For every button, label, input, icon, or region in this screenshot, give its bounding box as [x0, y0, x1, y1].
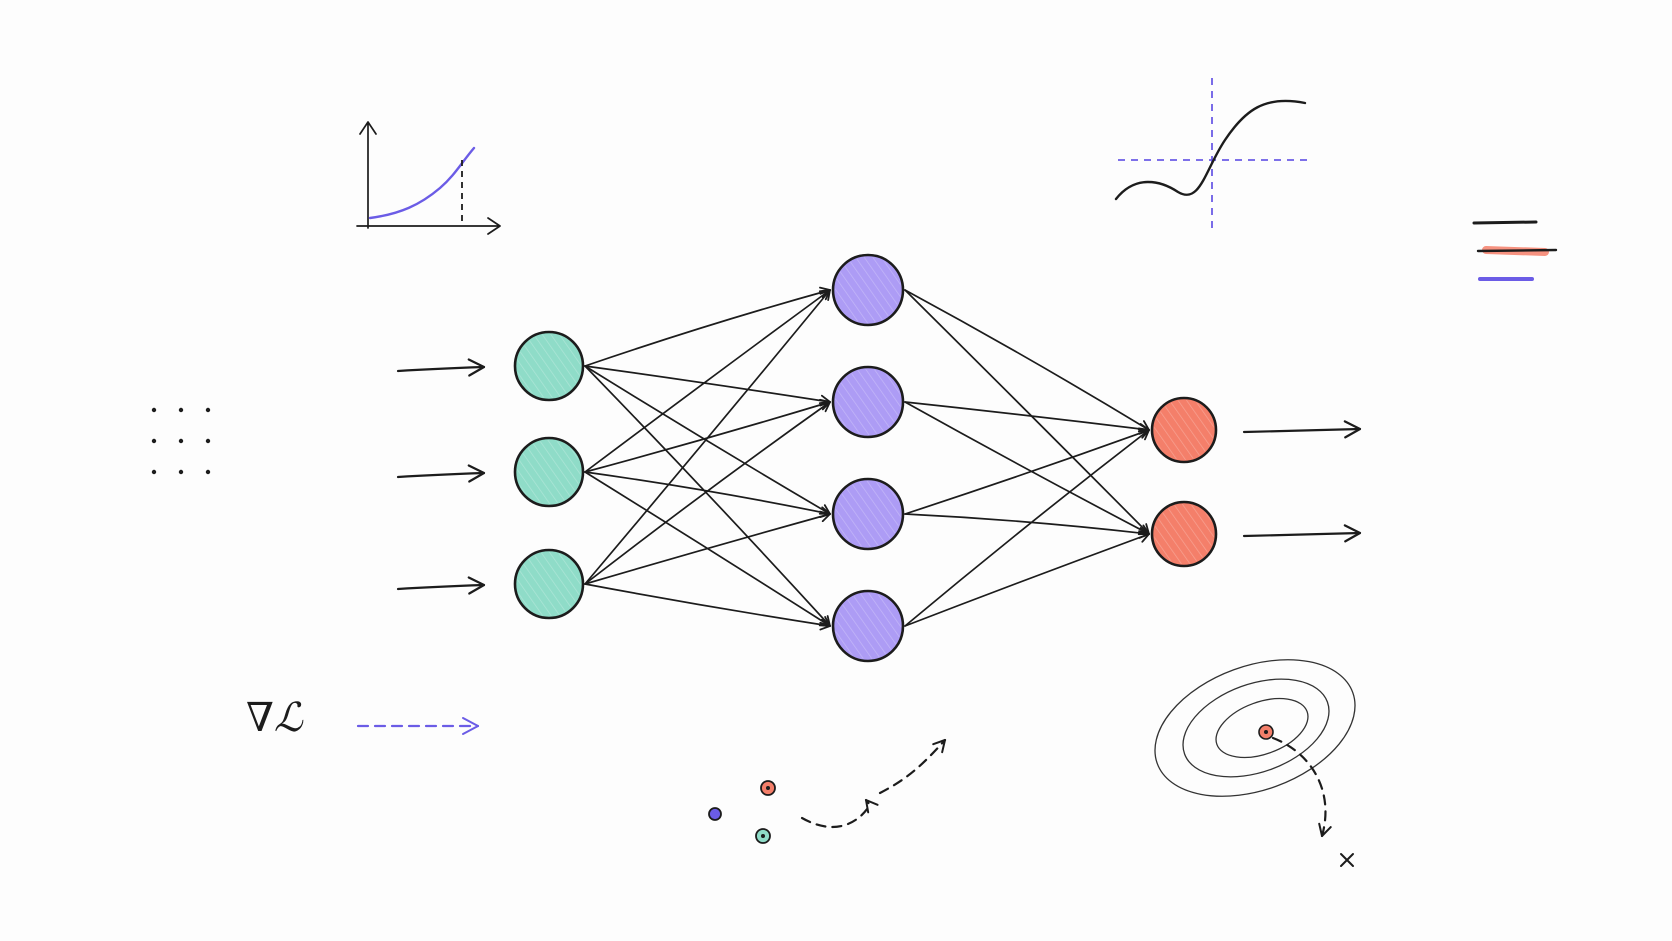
connection-edge — [904, 289, 1150, 431]
connection-edge — [904, 401, 1150, 435]
hidden-node — [831, 477, 905, 551]
grid-dot — [205, 407, 211, 413]
input-arrow — [396, 358, 486, 377]
grid-dot — [151, 407, 157, 413]
connection-edge — [904, 429, 1150, 627]
gradient-loss-label: ∇ℒ — [246, 695, 303, 741]
grid-dot — [151, 469, 157, 475]
io-arrows — [396, 358, 1362, 595]
connection-edge — [584, 583, 831, 631]
hidden-node — [831, 365, 905, 439]
connection-edge — [904, 531, 1150, 627]
connection-edge — [584, 289, 831, 585]
connection-edge — [904, 401, 1150, 536]
connection-edge — [584, 365, 831, 627]
connection-edge — [904, 427, 1150, 515]
nodes — [513, 253, 1218, 663]
connection-edge — [584, 401, 831, 585]
grid-dot — [178, 438, 184, 444]
connection-edge — [584, 365, 831, 515]
sigmoid-activation-icon — [1114, 78, 1310, 232]
hidden-node — [831, 253, 905, 327]
input-node — [513, 330, 585, 402]
connections — [584, 286, 1150, 631]
grid-dot — [151, 438, 157, 444]
connection-edge — [584, 289, 831, 473]
dot-grid-icon — [151, 407, 211, 475]
output-node — [1150, 396, 1218, 464]
grid-dot — [205, 469, 211, 475]
connection-edge — [584, 286, 831, 367]
grid-dot — [178, 469, 184, 475]
output-arrow — [1242, 524, 1362, 543]
grid-dot — [178, 407, 184, 413]
input-node — [513, 548, 585, 620]
legend-lines-icon — [1472, 220, 1558, 281]
hidden-node — [831, 589, 905, 663]
connection-edge — [904, 289, 1150, 535]
grid-dot — [205, 438, 211, 444]
output-node — [1150, 500, 1218, 568]
connection-edge — [904, 513, 1150, 539]
input-arrow — [396, 576, 486, 595]
scatter-points-icon — [708, 738, 947, 844]
loss-curve-icon — [356, 121, 501, 235]
connection-edge — [584, 365, 831, 407]
output-arrow — [1242, 420, 1362, 439]
contour-descent-icon — [1154, 659, 1356, 867]
input-node — [513, 436, 585, 508]
input-arrow — [396, 464, 486, 483]
connection-edge — [584, 510, 831, 585]
